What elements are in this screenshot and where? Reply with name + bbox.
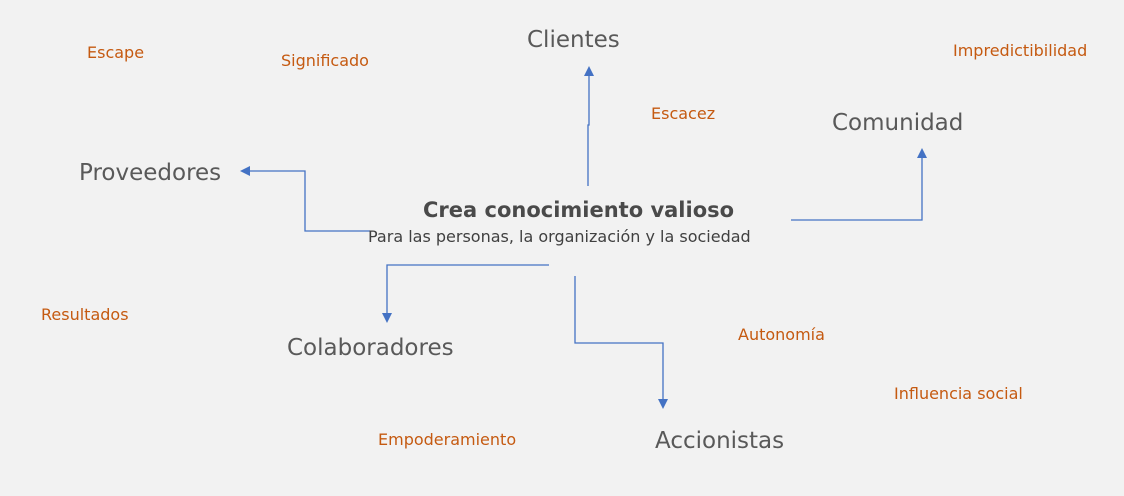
connector-to-clientes [584, 66, 594, 186]
node-accionistas: Accionistas [655, 428, 785, 454]
node-comunidad: Comunidad [832, 110, 964, 136]
keyword-impredictibilidad: Impredictibilidad [953, 41, 1088, 60]
keyword-empoderamiento: Empoderamiento [378, 430, 517, 449]
node-clientes: Clientes [527, 27, 620, 53]
keyword-escape: Escape [87, 43, 145, 62]
node-colaboradores: Colaboradores [287, 335, 454, 361]
keyword-significado: Significado [281, 51, 369, 70]
keyword-resultados: Resultados [41, 305, 129, 324]
node-proveedores: Proveedores [79, 160, 222, 186]
connector-to-proveedores [240, 166, 370, 232]
keyword-autonomia: Autonomía [738, 325, 825, 344]
connector-to-accionistas [574, 276, 668, 409]
connector-to-colaboradores [382, 264, 549, 323]
center-title: Crea conocimiento valioso [423, 198, 735, 222]
keyword-influencia-social: Influencia social [894, 384, 1023, 403]
connector-to-comunidad [791, 148, 927, 221]
keyword-escacez: Escacez [651, 104, 716, 123]
center-subtitle: Para las personas, la organización y la … [368, 227, 751, 246]
